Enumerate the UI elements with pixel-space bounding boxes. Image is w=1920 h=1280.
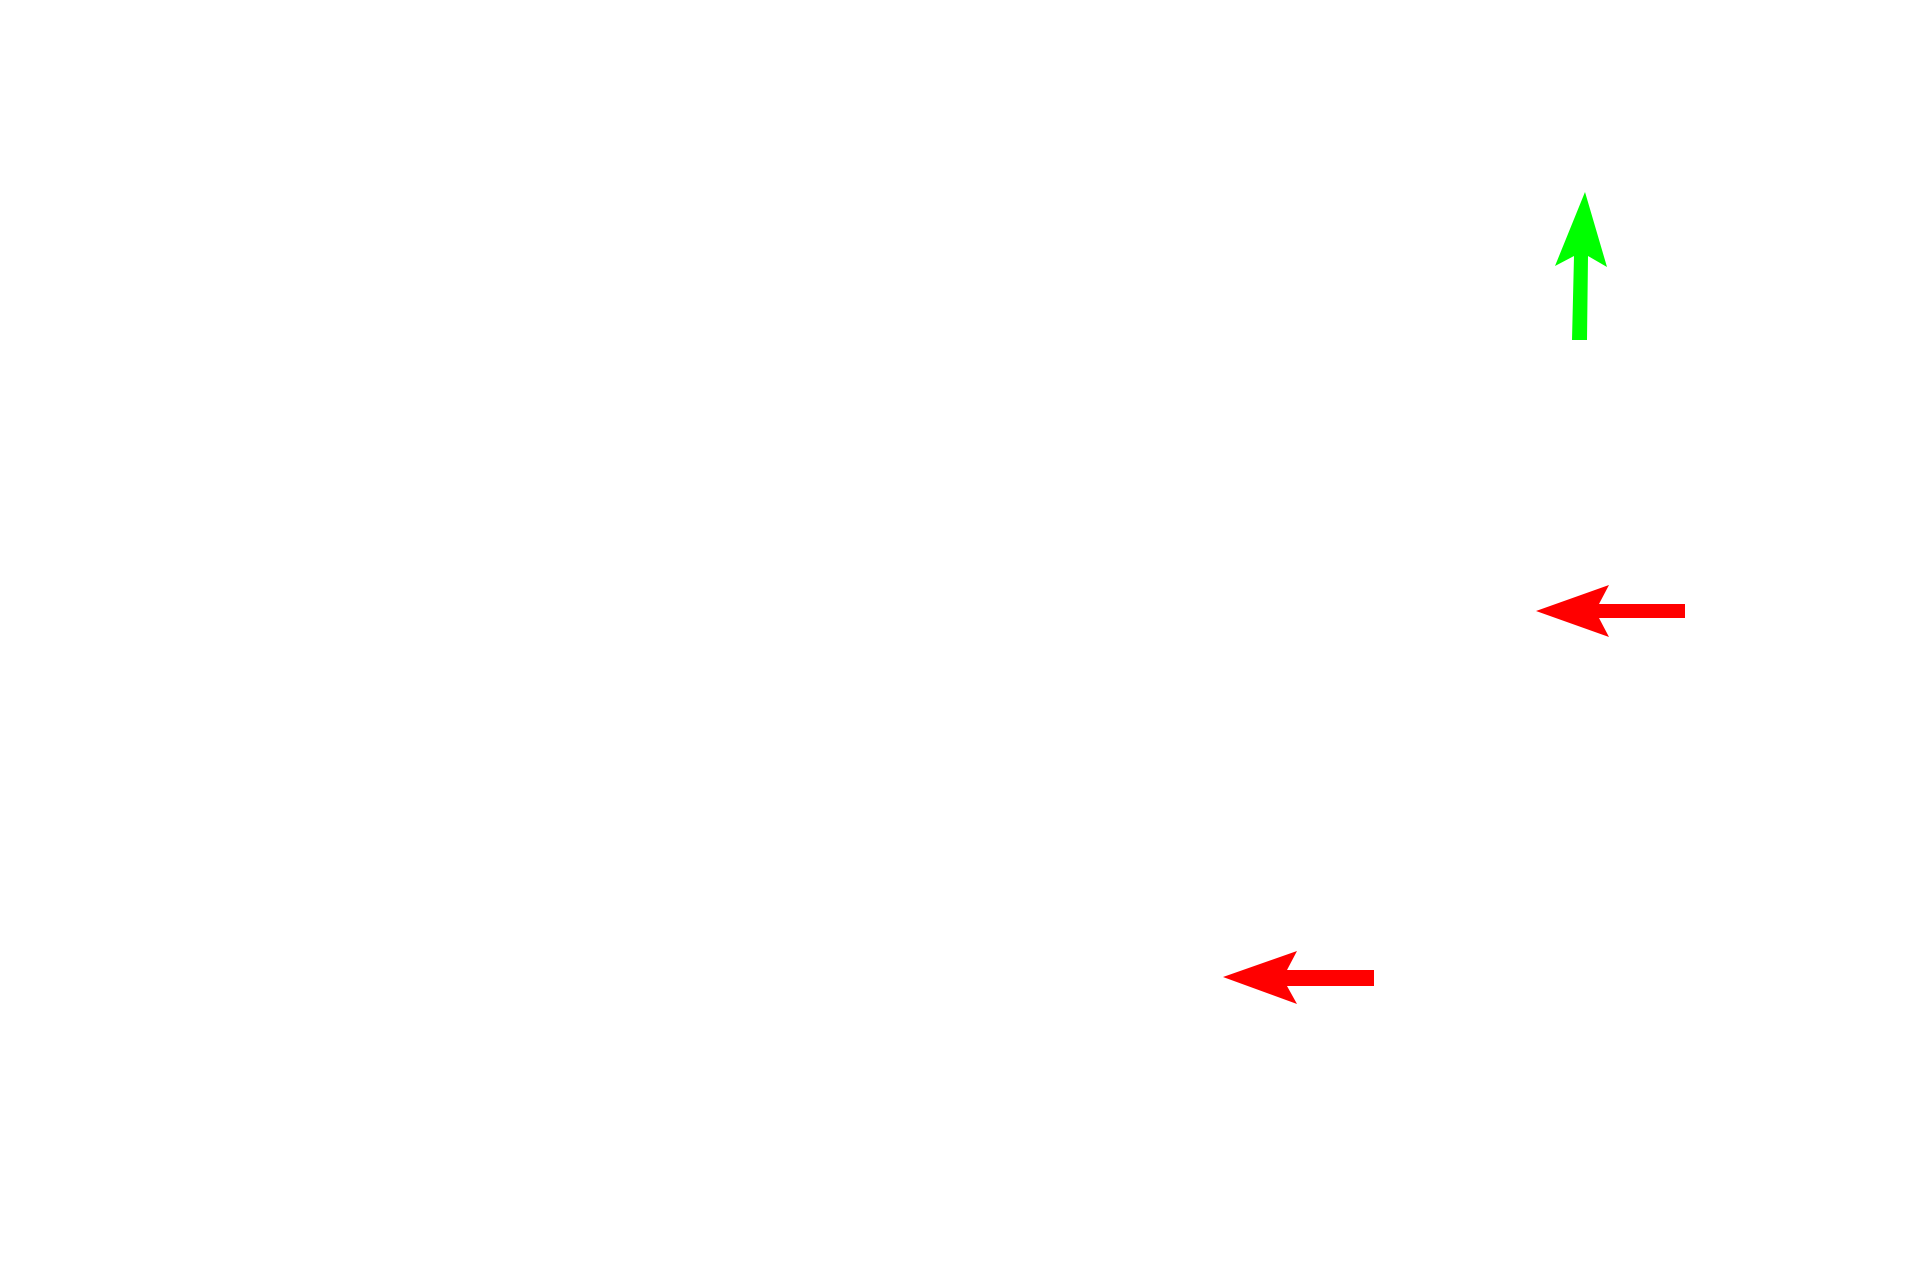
red-arrow-left-icon: [1223, 951, 1374, 1004]
red-arrow-left-icon: [1536, 585, 1685, 637]
green-arrow-up-icon: [1555, 192, 1607, 340]
